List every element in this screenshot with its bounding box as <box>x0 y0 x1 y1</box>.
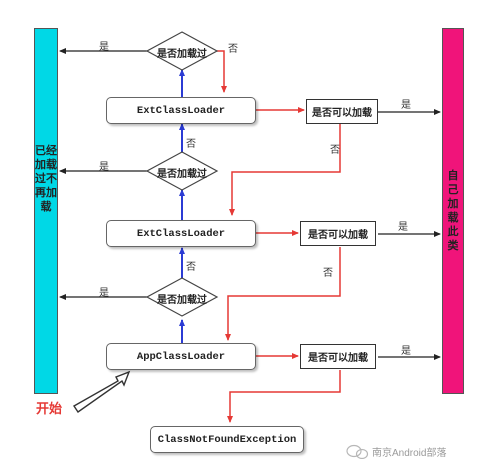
decision-diamond-2 <box>145 151 219 191</box>
yes-label-decision2: 是 <box>99 162 109 173</box>
decision-text-2: 是否加载过 <box>157 169 207 180</box>
decision-text-1: 是否加载过 <box>157 49 207 60</box>
no-arrow-canload3 <box>227 370 341 423</box>
decision-diamond-3 <box>145 277 219 317</box>
yes-label-canload1: 是 <box>401 100 411 111</box>
wechat-logo-icon <box>346 444 369 459</box>
left-bar-already-loaded: 已经加载过不再加载 <box>34 28 58 394</box>
decision-diamond-1 <box>145 31 219 71</box>
start-label: 开始 <box>36 401 63 416</box>
no-label-decision1: 否 <box>228 44 238 55</box>
can-load-box-1: 是否可以加载 <box>306 99 378 124</box>
start-arrow-icon <box>73 370 131 413</box>
ext-class-loader-middle: ExtClassLoader <box>106 220 256 247</box>
app-class-loader: AppClassLoader <box>106 343 256 370</box>
no-label-decision3: 否 <box>186 262 196 273</box>
no-label-decision2: 否 <box>186 139 196 150</box>
right-bar-label: 自己加载此类 <box>447 170 459 252</box>
no-arrow-canload2 <box>225 247 341 341</box>
ext-class-loader-top: ExtClassLoader <box>106 97 256 124</box>
yes-label-canload3: 是 <box>401 346 411 357</box>
no-label-canload2: 否 <box>323 268 333 279</box>
class-not-found-exception: ClassNotFoundException <box>150 426 304 453</box>
can-load-box-2: 是否可以加载 <box>300 221 376 246</box>
watermark-text: 南京Android部落 <box>372 448 447 459</box>
no-arrow-decision1 <box>217 50 227 93</box>
decision-text-3: 是否加载过 <box>157 295 207 306</box>
right-bar-self-load: 自己加载此类 <box>442 28 464 394</box>
left-bar-label: 已经加载过不再加载 <box>35 145 57 213</box>
can-load-box-3: 是否可以加载 <box>300 344 376 369</box>
yes-label-decision1: 是 <box>99 42 109 53</box>
yes-label-canload2: 是 <box>398 222 408 233</box>
yes-label-decision3: 是 <box>99 288 109 299</box>
no-label-canload1: 否 <box>330 145 340 156</box>
no-arrow-canload1 <box>229 124 341 216</box>
